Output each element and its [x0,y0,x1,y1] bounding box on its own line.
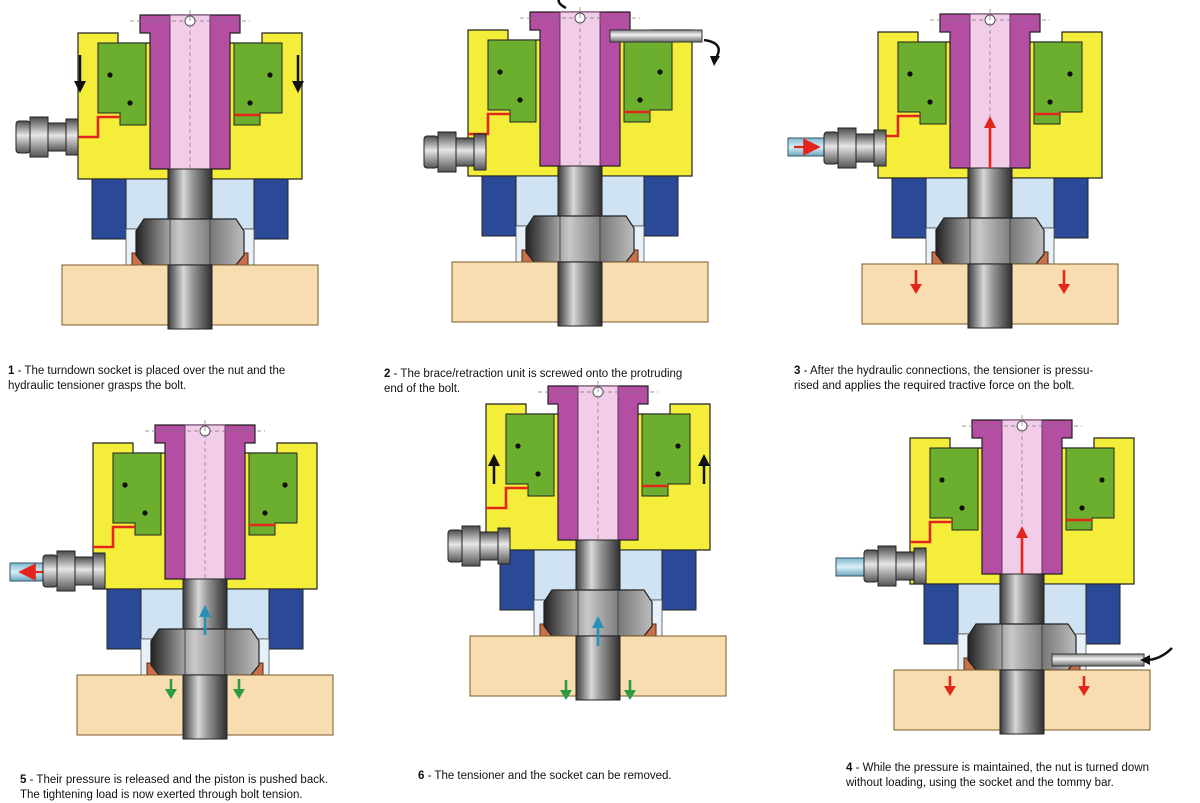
caption-text: While the pressure is maintained, the nu… [846,762,1150,789]
step-6-caption: 6 - The tensioner and the socket can be … [418,754,758,784]
step-number: 5 [20,774,27,786]
caption-separator: - [14,365,25,377]
step-number: 1 [8,365,15,377]
caption-separator: - [390,368,401,380]
down-arrow-icon [944,676,1090,696]
hydraulic-coupler-icon [863,545,927,587]
step-3-caption: 3 - After the hydraulic connections, the… [794,349,1194,394]
down-arrow-icon [910,270,1070,294]
tommy-bar-icon [1051,647,1173,667]
up-arrow-icon [488,454,500,484]
caption-text: Their pressure is released and the pisto… [20,774,328,801]
rotation-arrow-icon [557,0,720,66]
step-number: 3 [794,365,801,377]
hydraulic-coupler-icon [447,525,511,567]
down-arrow-icon [292,55,304,93]
caption-separator: - [424,770,435,782]
hydraulic-coupler-icon [15,116,79,158]
caption-text: After the hydraulic connections, the ten… [794,365,1094,392]
hydraulic-coupler-icon [423,131,487,173]
caption-separator: - [800,365,810,377]
caption-text: The tensioner and the socket can be remo… [434,770,672,782]
caption-text: The brace/retraction unit is screwed ont… [384,368,683,395]
step-1-caption: 1 - The turndown socket is placed over t… [8,349,368,394]
hydraulic-coupler-icon [42,550,106,592]
step-2-caption: 2 - The brace/retraction unit is screwed… [384,352,764,397]
down-arrow-icon [74,55,86,93]
step-5-diagram [9,418,335,741]
teal-up-arrow-icon [592,616,604,646]
step-2-diagram [423,0,720,328]
step-number: 2 [384,368,391,380]
step-4-caption: 4 - While the pressure is maintained, th… [846,746,1198,791]
caption-text: The turndown socket is placed over the n… [8,365,286,392]
tommy-bar-icon [609,29,703,43]
step-4-diagram [835,413,1173,736]
step-3-diagram [787,7,1120,330]
up-arrow-icon [698,454,710,484]
down-arrow-icon [165,679,245,699]
hydraulic-coupler-icon [823,127,887,169]
step-number: 6 [418,770,425,782]
up-arrow-icon [199,605,211,635]
step-5-caption: 5 - Their pressure is released and the p… [20,758,400,803]
up-arrow-icon [984,116,996,168]
step-6-diagram [447,379,728,702]
hose-icon [787,137,825,157]
step-number: 4 [846,762,853,774]
caption-separator: - [26,774,37,786]
caption-separator: - [852,762,863,774]
step-1-diagram [15,8,320,331]
down-arrow-icon [560,680,636,700]
up-arrow-icon [1016,526,1028,574]
